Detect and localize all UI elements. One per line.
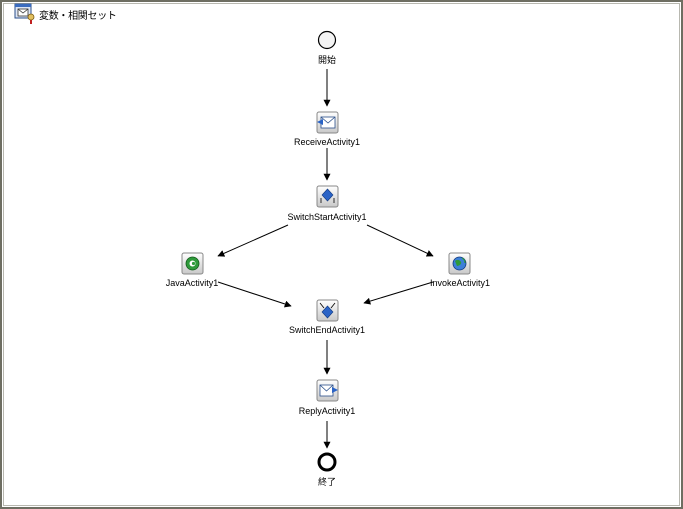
connector-switchstart-invoke[interactable] [366,224,434,257]
connector-switchstart-java[interactable] [217,224,289,257]
switch-start-activity-label: SwitchStartActivity1 [287,212,366,222]
switch-end-activity-label: SwitchEndActivity1 [289,325,365,335]
switch-start-activity-node[interactable]: SwitchStartActivity1 [287,185,367,222]
switch-start-icon [316,185,339,208]
end-circle-icon [317,452,337,472]
reply-activity-node[interactable]: ReplyActivity1 [299,379,356,416]
reply-envelope-icon [316,379,339,402]
receive-activity-node[interactable]: ReceiveActivity1 [294,111,360,147]
invoke-globe-icon [448,252,471,275]
invoke-activity-node[interactable]: InvokeActivity1 [430,252,490,288]
diagram-canvas-inner-border [3,3,680,506]
java-activity-node[interactable]: JavaActivity1 [166,252,219,288]
reply-activity-label: ReplyActivity1 [299,406,356,416]
receive-envelope-icon [316,111,339,134]
connector-invoke-switchend[interactable] [363,281,434,305]
switch-end-activity-node[interactable]: SwitchEndActivity1 [289,299,365,335]
end-node[interactable]: 終了 [317,452,337,487]
variables-envelope-icon [14,3,35,24]
java-activity-label: JavaActivity1 [166,278,219,288]
java-icon [181,252,204,275]
start-label: 開始 [318,54,336,65]
invoke-activity-label: InvokeActivity1 [430,278,490,288]
switch-end-icon [316,299,339,322]
variables-correlation-set-button[interactable]: 変数・相関セット [14,3,117,25]
receive-activity-label: ReceiveActivity1 [294,137,360,147]
start-circle-icon [317,30,337,50]
start-node[interactable]: 開始 [317,30,337,66]
flow-connectors [217,69,434,449]
connector-java-switchend[interactable] [217,281,292,308]
variables-correlation-set-label: 変数・相関セット [39,10,117,22]
end-label: 終了 [318,476,336,487]
